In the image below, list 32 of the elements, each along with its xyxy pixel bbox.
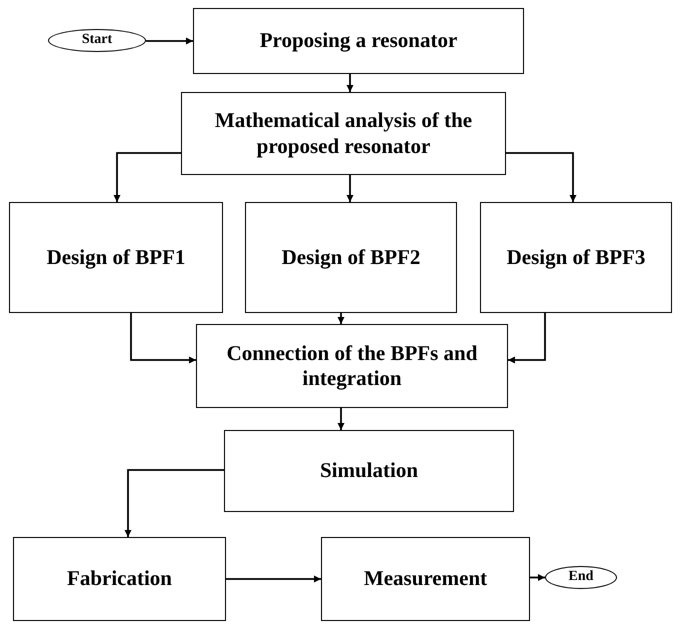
process-box xyxy=(245,202,457,313)
node-label: Connection of the BPFs and integration xyxy=(226,340,478,392)
node-label: Measurement xyxy=(364,566,488,592)
process-box xyxy=(480,202,672,313)
node-label: Proposing a resonator xyxy=(260,28,458,54)
arrow xyxy=(346,74,354,92)
process-box xyxy=(181,92,506,175)
arrow xyxy=(124,469,224,537)
node-label: Design of BPF2 xyxy=(282,244,420,270)
node-label: End xyxy=(568,569,594,586)
arrow xyxy=(530,574,545,581)
arrow xyxy=(506,152,576,202)
arrow xyxy=(346,175,354,202)
arrow xyxy=(114,152,181,202)
process-box xyxy=(193,8,524,74)
node-label: Mathematical analysis of the proposed resonator xyxy=(214,108,474,159)
node-label: Design of BPF1 xyxy=(46,244,186,270)
arrow xyxy=(146,38,193,44)
process-box xyxy=(13,537,226,621)
process-box xyxy=(224,430,514,512)
arrow xyxy=(226,576,321,582)
process-box xyxy=(9,202,223,313)
process-box xyxy=(196,324,508,408)
node-label: Simulation xyxy=(320,458,418,484)
arrow xyxy=(508,313,546,364)
node-label: Design of BPF3 xyxy=(506,244,646,270)
arrow xyxy=(338,313,344,324)
arrow xyxy=(338,408,344,430)
node-label: Start xyxy=(82,32,112,49)
node-label: Fabrication xyxy=(67,566,172,592)
process-box xyxy=(321,537,530,621)
arrow xyxy=(130,313,196,364)
